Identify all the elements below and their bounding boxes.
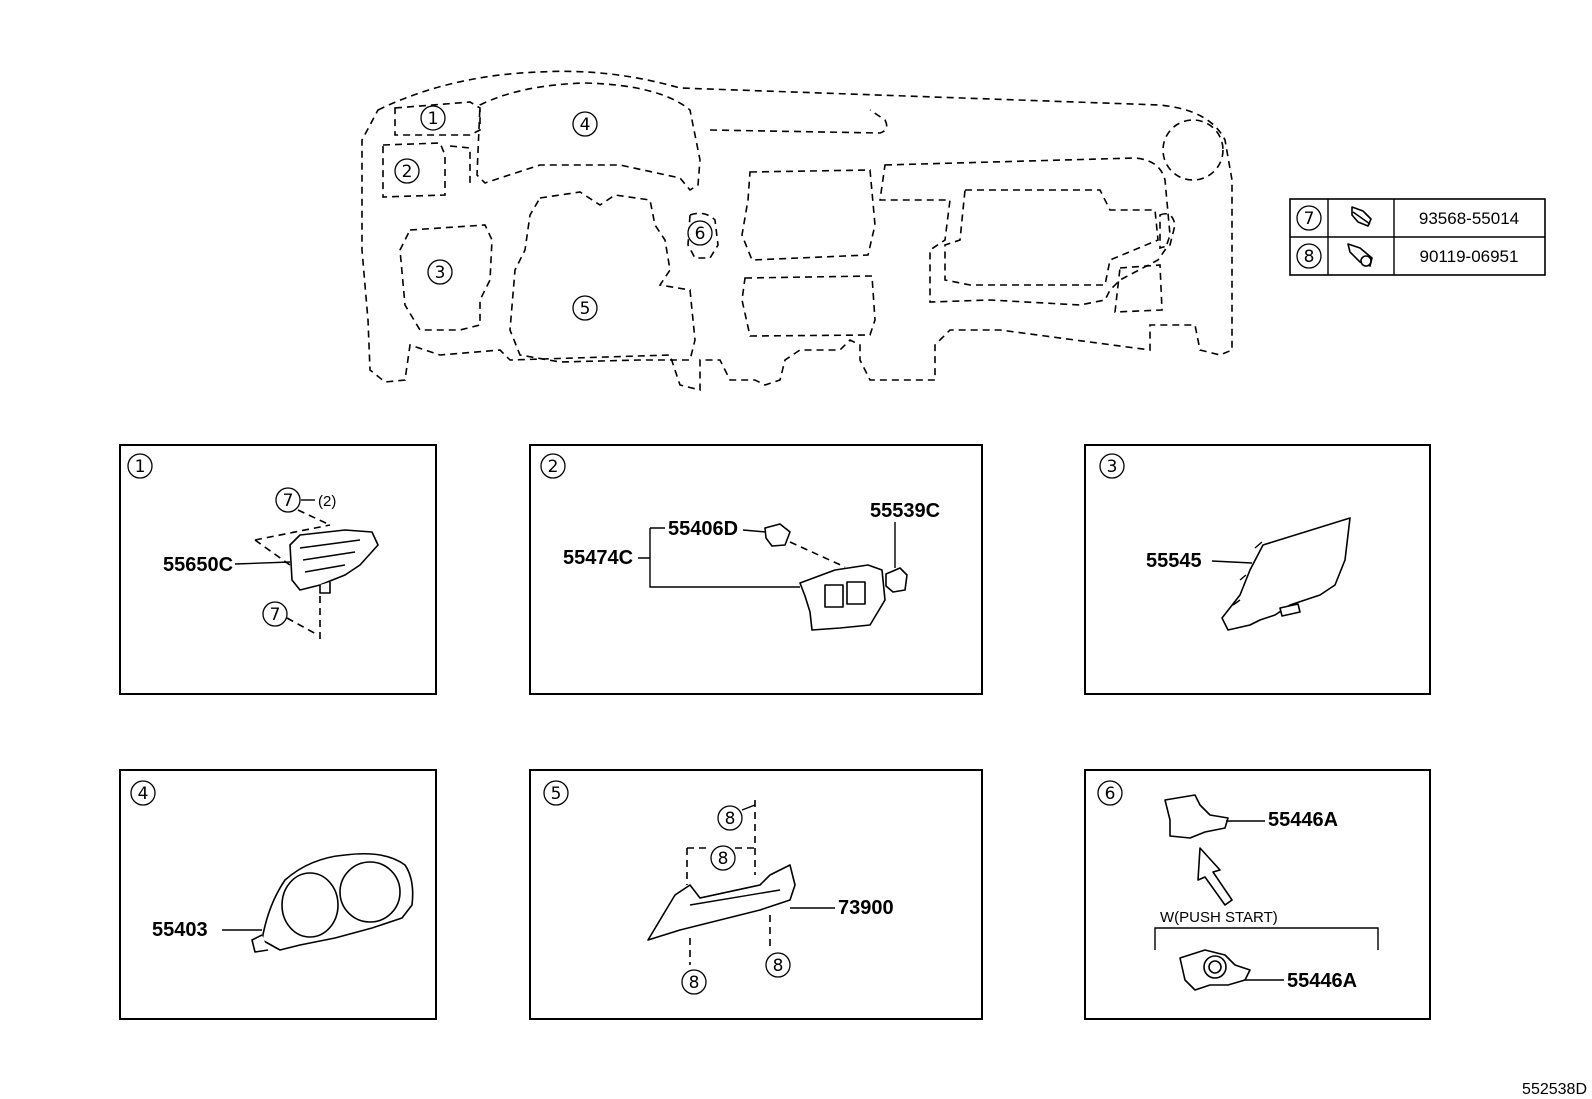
region-5-outline	[509, 191, 696, 363]
svg-text:8: 8	[689, 973, 700, 993]
svg-text:6: 6	[695, 224, 706, 244]
svg-text:4: 4	[138, 784, 149, 804]
svg-text:7: 7	[283, 491, 294, 511]
svg-text:8: 8	[773, 956, 784, 976]
callout-7-bottom: 7	[262, 601, 319, 636]
region-marker-5: 5	[572, 295, 598, 321]
part-label-55650c[interactable]: 55650C	[163, 554, 233, 576]
push-start-note: W(PUSH START)	[1160, 909, 1278, 926]
region-marker-1: 1	[420, 105, 446, 131]
panel-5: 5 8 8 8 8 73900	[529, 769, 983, 1020]
part-label-55403[interactable]: 55403	[152, 919, 208, 941]
bolt-icon	[1347, 243, 1373, 267]
screw-icon	[1351, 206, 1372, 227]
region-marker-4: 4	[572, 111, 598, 137]
region-6-outline	[687, 212, 719, 259]
panel-4: 4 55403	[119, 769, 437, 1020]
svg-text:8: 8	[718, 849, 729, 869]
callout-8-b: 8	[687, 845, 755, 871]
svg-text:7: 7	[1304, 209, 1315, 229]
fastener-row-7: 7 93568-55014	[1296, 205, 1519, 231]
part-label-55539c[interactable]: 55539C	[870, 500, 940, 522]
panel-3: 3 55545	[1084, 444, 1431, 695]
region-2-outline	[382, 142, 446, 198]
callout-7-top: 7 (2)	[275, 487, 336, 526]
part-55446a-bezel-push-start[interactable]	[1179, 949, 1251, 991]
part-55474c-switch-panel[interactable]	[799, 564, 886, 631]
fastener-row-8: 8 90119-06951	[1296, 243, 1519, 269]
svg-text:2: 2	[548, 457, 559, 477]
svg-text:8: 8	[725, 809, 736, 829]
panel-2: 2 55406D 55539C 55474C	[529, 444, 983, 695]
svg-text:3: 3	[1107, 457, 1118, 477]
part-label-55446a-top[interactable]: 55446A	[1268, 809, 1338, 831]
svg-text:4: 4	[580, 115, 591, 135]
region-3-outline	[399, 224, 493, 331]
up-arrow-icon	[1197, 847, 1233, 906]
svg-text:1: 1	[428, 109, 439, 129]
part-label-55406d[interactable]: 55406D	[668, 518, 738, 540]
part-label-55474c[interactable]: 55474C	[563, 547, 633, 569]
svg-text:6: 6	[1105, 784, 1116, 804]
callout-8-a: 8	[717, 804, 756, 831]
svg-text:5: 5	[580, 299, 591, 319]
part-label-73900[interactable]: 73900	[838, 897, 894, 919]
svg-text:7: 7	[270, 605, 281, 625]
part-55650c-vent[interactable]	[289, 529, 379, 594]
callout-8-d: 8	[765, 952, 791, 978]
region-marker-6: 6	[687, 220, 713, 246]
fastener-table: 7 93568-55014 8 90119-06951	[1289, 198, 1546, 276]
diagram-id: 552538D	[1522, 1081, 1587, 1098]
part-55403-cluster-hood[interactable]	[251, 852, 414, 953]
svg-text:2: 2	[402, 162, 413, 182]
region-1-outline	[394, 101, 481, 136]
part-55545-lower-panel[interactable]	[1221, 517, 1351, 631]
panel-1: 1 7 (2) 7 55650C	[119, 444, 437, 695]
part-73900-knee-panel[interactable]	[647, 864, 796, 941]
svg-text:8: 8	[1304, 247, 1315, 267]
part-label-55545[interactable]: 55545	[1146, 550, 1202, 572]
dashboard-overview: 1 2 3 4 5 6	[361, 70, 1233, 392]
callout-8-c: 8	[681, 969, 707, 995]
part-55406d-clip[interactable]	[764, 523, 791, 547]
svg-text:90119-06951: 90119-06951	[1420, 247, 1519, 266]
region-4-outline	[476, 82, 701, 192]
svg-text:(2): (2)	[318, 493, 336, 510]
part-55539c-cover[interactable]	[885, 567, 908, 593]
svg-text:93568-55014: 93568-55014	[1419, 209, 1519, 228]
part-label-55446a-bottom[interactable]: 55446A	[1287, 970, 1357, 992]
svg-text:1: 1	[135, 457, 146, 477]
svg-text:5: 5	[551, 784, 562, 804]
svg-text:3: 3	[435, 263, 446, 283]
region-marker-2: 2	[394, 158, 420, 184]
part-55446a-bezel-top[interactable]	[1164, 794, 1229, 839]
region-marker-3: 3	[427, 259, 453, 285]
panel-6: 6 55446A W(PUSH START) 55446A	[1084, 769, 1431, 1020]
